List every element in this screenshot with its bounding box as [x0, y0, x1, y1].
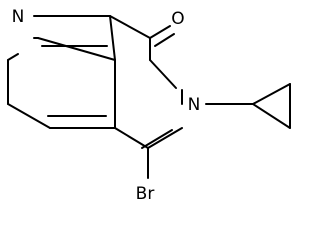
molecule-structure-diagram: N O N Br: [7, 7, 291, 204]
bond-c3-c4: [7, 103, 51, 129]
bond-c3-c4b-inner: [141, 129, 173, 149]
bond-cyclopropyl-c: [252, 103, 291, 129]
bond-c1-o: [149, 25, 171, 39]
bond-c8a-c8: [37, 37, 116, 61]
bond-c4b-c4a: [114, 127, 149, 149]
bond-cyclopropyl-a: [252, 83, 291, 105]
bond-c3-c4b: [147, 127, 183, 149]
atom-label-br: Br: [136, 184, 155, 204]
bond-c8a-c1: [109, 15, 151, 39]
atom-label-n-pyridine: N: [12, 7, 25, 27]
bond-c1-o-double: [154, 33, 175, 47]
bond-c8a-c8b: [109, 15, 116, 61]
atom-label-o-carbonyl: O: [171, 9, 184, 29]
atom-label-n-lactam: N: [188, 95, 201, 115]
bond-c8a-n2: [149, 59, 177, 89]
bond-n1-c2: [7, 53, 19, 61]
